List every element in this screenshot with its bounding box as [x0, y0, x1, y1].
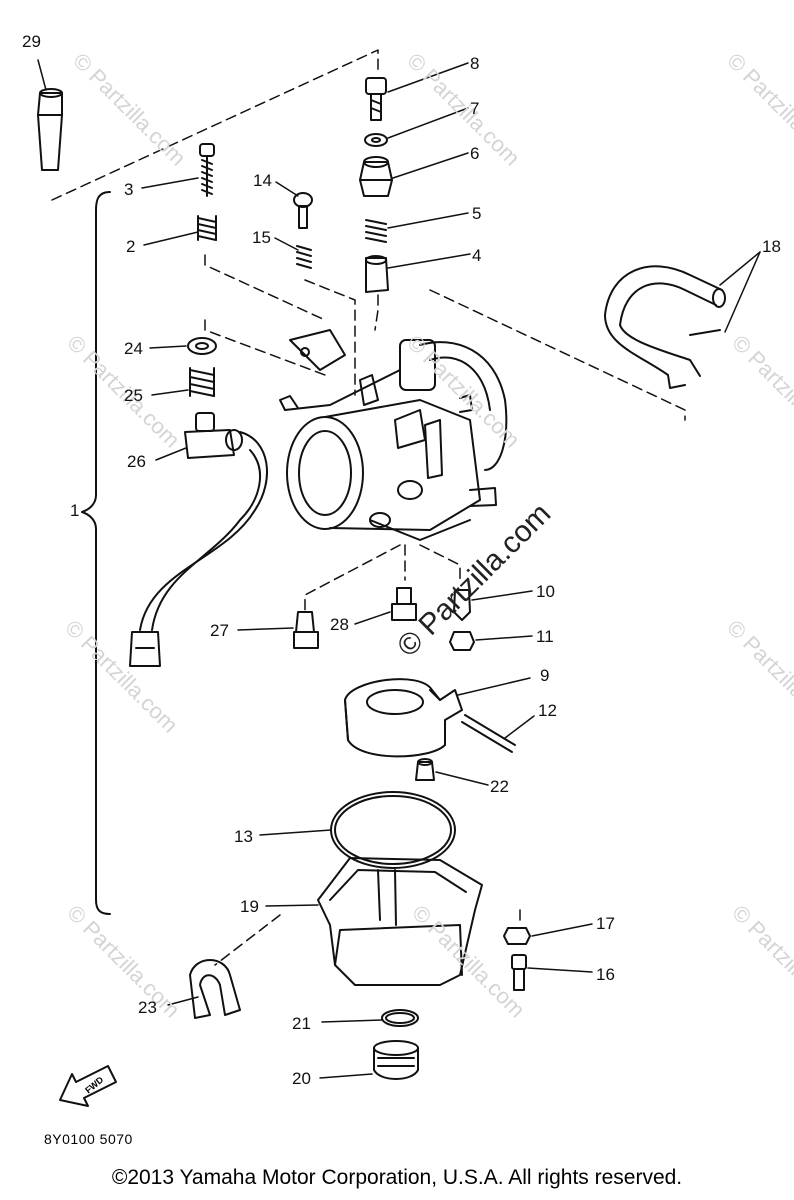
callout-3: 3 [124, 180, 134, 199]
part-15-spring [296, 245, 312, 269]
callout-19: 19 [240, 897, 259, 916]
callout-11: 11 [536, 627, 554, 646]
part-17-nut [503, 927, 531, 945]
fwd-arrow-icon [59, 1065, 117, 1107]
callout-13: 13 [234, 827, 253, 846]
callout-16: 16 [596, 965, 615, 984]
part-3-screw [199, 143, 215, 197]
callout-15: 15 [252, 228, 271, 247]
callout-14: 14 [253, 171, 272, 190]
callout-8: 8 [470, 54, 480, 73]
callout-2: 2 [126, 237, 136, 256]
part-28-pilot-jet [391, 587, 417, 621]
callout-26: 26 [127, 452, 146, 471]
callout-18: 18 [762, 237, 781, 256]
part-27-main-jet [293, 611, 319, 649]
callout-27: 27 [210, 621, 229, 640]
part-25-spring [189, 367, 215, 397]
callout-24: 24 [124, 339, 143, 358]
assembly-bracket [81, 191, 111, 915]
part-19-float-bowl [317, 857, 483, 986]
part-24-cap [187, 337, 217, 355]
part-18-hose [604, 265, 726, 389]
callout-21: 21 [292, 1014, 311, 1033]
copyright-notice: ©2013 Yamaha Motor Corporation, U.S.A. A… [111, 1166, 683, 1189]
part-26-starter-plunger [129, 412, 268, 667]
part-22-jet [415, 758, 435, 781]
part-10-needle [453, 589, 471, 621]
callout-6: 6 [470, 144, 480, 163]
part-29-plug [37, 88, 63, 171]
leader-lines [37, 59, 761, 1079]
callout-1: 1 [70, 501, 80, 520]
callout-22: 22 [490, 777, 509, 796]
part-2-spring [197, 215, 217, 241]
callout-9: 9 [540, 666, 550, 685]
callout-23: 23 [138, 998, 157, 1017]
callout-4: 4 [472, 246, 482, 265]
part-13-gasket [330, 791, 456, 869]
carburetor-body [279, 329, 508, 541]
part-23-clamp [189, 959, 241, 1019]
part-16-screw [511, 954, 527, 991]
callout-12: 12 [538, 701, 557, 720]
part-11-nut [449, 631, 475, 651]
part-8-screw [365, 77, 387, 121]
part-4-needle-valve [365, 255, 389, 293]
callout-17: 17 [596, 914, 615, 933]
part-14-pilot-screw [293, 192, 313, 229]
part-20-drain-plug [373, 1040, 419, 1080]
part-7-washer [364, 133, 388, 147]
part-6-valve-seat [359, 156, 393, 197]
callout-10: 10 [536, 582, 555, 601]
reference-code: 8Y0100 5070 [44, 1131, 133, 1147]
callout-20: 20 [292, 1069, 311, 1088]
part-12-float-pin [461, 714, 516, 753]
callout-5: 5 [472, 204, 482, 223]
callout-25: 25 [124, 386, 143, 405]
callout-29: 29 [22, 32, 41, 51]
callout-7: 7 [470, 99, 480, 118]
callout-28: 28 [330, 615, 349, 634]
alignment-lines [51, 49, 686, 966]
part-9-float [344, 678, 463, 758]
part-5-spring [365, 219, 387, 243]
part-21-o-ring [381, 1009, 419, 1027]
